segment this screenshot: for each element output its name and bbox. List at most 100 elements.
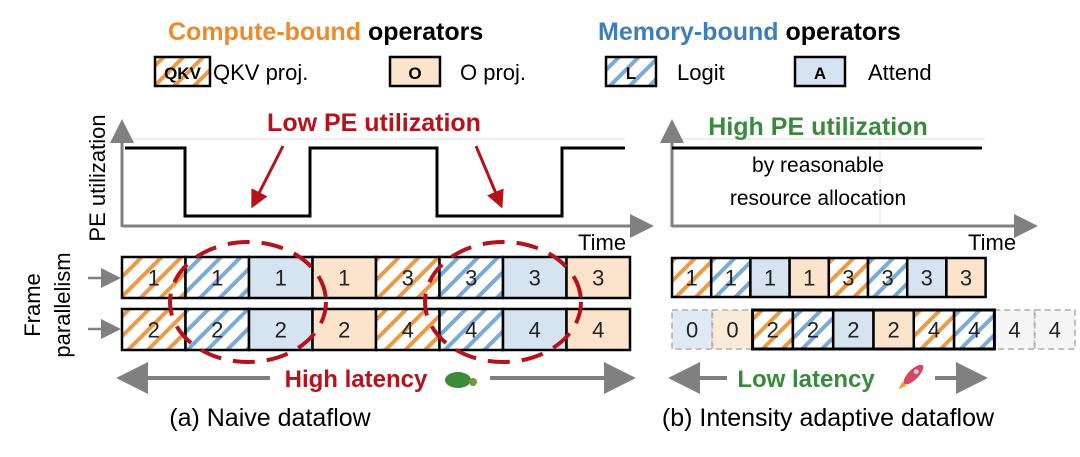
annotation-arrow [251, 145, 285, 209]
legend-swatch [793, 55, 847, 88]
low-utilization-annotation: Low PE utilization [267, 109, 481, 137]
cell-o-proj: 0 [711, 309, 754, 350]
legend-key: L [626, 64, 636, 83]
cell-attend: 4 [501, 307, 568, 352]
cell-idle: 4 [993, 309, 1036, 350]
cell-number: 1 [725, 266, 737, 291]
cell-logit: 1 [709, 256, 752, 299]
cell-number: 3 [465, 266, 477, 291]
high-utilization-annotation: High PE utilization [708, 113, 927, 141]
cell-number: 3 [592, 266, 604, 291]
legend-swatch [604, 55, 658, 88]
left-utilization-plot: PE utilization Time Low PE utilization [85, 109, 654, 255]
legend-label: Attend [868, 60, 932, 85]
cell-number: 1 [764, 266, 776, 291]
cell-number: 2 [767, 318, 779, 343]
cell-logit: 4 [438, 307, 505, 352]
cell-number: 1 [338, 266, 350, 291]
cell-number: 2 [275, 318, 287, 343]
caption-a: (a) Naive dataflow [169, 404, 371, 432]
cell-o-proj: 3 [945, 256, 987, 299]
legend-key: A [814, 64, 826, 83]
cell-number: 2 [338, 318, 350, 343]
highlight-ellipse [423, 240, 583, 364]
x-axis-label: Time [578, 230, 626, 255]
legend-swatch [388, 55, 442, 88]
annotation-sub-2: resource allocation [730, 187, 906, 210]
right-utilization-plot: High PE utilization by reasonable resour… [660, 113, 1038, 255]
legend-label: O proj. [460, 60, 526, 85]
cell-number: 1 [148, 266, 160, 291]
legend-item-logit: L Logit [604, 55, 725, 88]
cell-number: 3 [402, 266, 414, 291]
cell-number: 1 [211, 266, 223, 291]
cell-number: 4 [928, 318, 940, 343]
cell-qkv-proj: 2 [120, 307, 187, 352]
cell-logit: 3 [866, 256, 909, 299]
highlight-ellipse [168, 240, 328, 364]
parallelism-label: parallelism [50, 252, 75, 357]
x-axis-label: Time [968, 230, 1016, 255]
cell-idle: 4 [1033, 309, 1076, 350]
cell-number: 4 [968, 318, 980, 343]
cell-number: 4 [1008, 318, 1020, 343]
active-block-outline [751, 308, 996, 351]
legend-label: QKV proj. [213, 60, 308, 85]
cell-logit: 2 [791, 308, 835, 351]
cell-attend: 3 [501, 255, 568, 300]
legend-label: Logit [677, 60, 725, 85]
legend-swatch [153, 55, 212, 88]
turtle-icon [445, 372, 477, 388]
cell-number: 1 [803, 266, 815, 291]
cell-qkv-proj: 4 [912, 308, 956, 351]
cell-attend: 0 [671, 309, 714, 350]
cell-o-proj: 2 [872, 308, 916, 351]
cell-number: 2 [211, 318, 223, 343]
high-latency-label: High latency [285, 366, 428, 393]
cell-o-proj: 3 [565, 255, 632, 300]
cell-number: 4 [465, 318, 477, 343]
cell-logit: 3 [438, 255, 505, 300]
cell-o-proj: 1 [311, 255, 378, 300]
cell-logit: 1 [184, 255, 251, 300]
cell-qkv-proj: 2 [751, 308, 795, 351]
cell-number: 0 [686, 318, 698, 343]
legend-compute-title: Compute-bound operators [168, 18, 483, 46]
cell-number: 3 [842, 266, 854, 291]
cell-number: 3 [529, 266, 541, 291]
cell-number: 4 [592, 318, 604, 343]
cell-qkv-proj: 1 [670, 256, 713, 299]
cell-number: 2 [807, 318, 819, 343]
cell-qkv-proj: 3 [827, 256, 870, 299]
cell-attend: 3 [905, 256, 948, 299]
legend-memory-title: Memory-bound operators [598, 18, 901, 46]
cell-qkv-proj: 4 [374, 307, 441, 352]
frame-label: Frame [20, 273, 45, 337]
cell-number: 1 [685, 266, 697, 291]
cell-number: 4 [402, 318, 414, 343]
legend-item-attend: A Attend [793, 55, 932, 88]
low-latency-label: Low latency [737, 366, 875, 393]
cell-qkv-proj: 3 [374, 255, 441, 300]
cell-attend: 1 [749, 256, 791, 299]
cell-attend: 1 [247, 255, 314, 300]
cell-number: 3 [921, 266, 933, 291]
cell-attend: 2 [831, 308, 875, 351]
cell-o-proj: 4 [565, 307, 632, 352]
legend-key: QKV [164, 64, 202, 83]
cell-o-proj: 1 [788, 256, 831, 299]
annotation-arrow [474, 145, 504, 209]
annotation-sub-1: by reasonable [752, 154, 884, 177]
rocket-icon [898, 364, 924, 390]
legend-item-qkv-proj: QKV QKV proj. [153, 55, 308, 88]
caption-b: (b) Intensity adaptive dataflow [662, 404, 995, 432]
cell-number: 1 [275, 266, 287, 291]
cell-number: 3 [960, 266, 972, 291]
cell-number: 4 [529, 318, 541, 343]
cell-number: 2 [888, 318, 900, 343]
